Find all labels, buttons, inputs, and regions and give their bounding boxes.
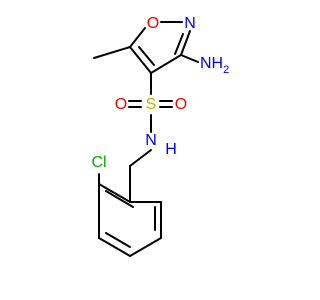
bond-c5-methyl: [93, 46, 131, 59]
bond-n-ch2: [129, 149, 152, 167]
atom-amino-subscript: 2: [223, 64, 229, 76]
molecule-structure: O N NH2 S O O N H Cl: [91, 15, 229, 257]
atom-sulfonamide-hydrogen: H: [165, 141, 177, 158]
atom-chlorine: Cl: [91, 154, 106, 171]
bond-b3-b4: [98, 237, 131, 257]
atom-sulfur: S: [146, 96, 157, 113]
bond-c4-c5: [129, 46, 152, 74]
atom-amino-symbol: NH: [200, 55, 223, 72]
atom-label-layer: O N NH2 S O O N H Cl: [91, 15, 229, 171]
atom-sulfonamide-nitrogen: N: [145, 132, 157, 149]
bond-c3-c4: [150, 54, 182, 74]
atom-oxygen-ring: O: [147, 15, 159, 32]
bond-c3-nh2: [180, 54, 199, 63]
bond-inner-2: [105, 232, 131, 248]
bond-n-c3-inner: [174, 33, 184, 55]
bond-b4-b5: [129, 237, 162, 257]
bond-c4-c5-inner: [138, 46, 155, 66]
atom-nitrogen-ring: N: [184, 15, 196, 32]
bond-layer: [93, 21, 199, 257]
bond-b1-b2: [98, 183, 131, 203]
bond-n-c3: [180, 30, 191, 56]
atom-amino: NH2: [200, 55, 229, 76]
atom-oxygen-right: O: [175, 96, 187, 113]
bond-inner-1: [105, 190, 134, 208]
atom-oxygen-left: O: [115, 96, 127, 113]
bond-c5-o: [129, 27, 146, 48]
